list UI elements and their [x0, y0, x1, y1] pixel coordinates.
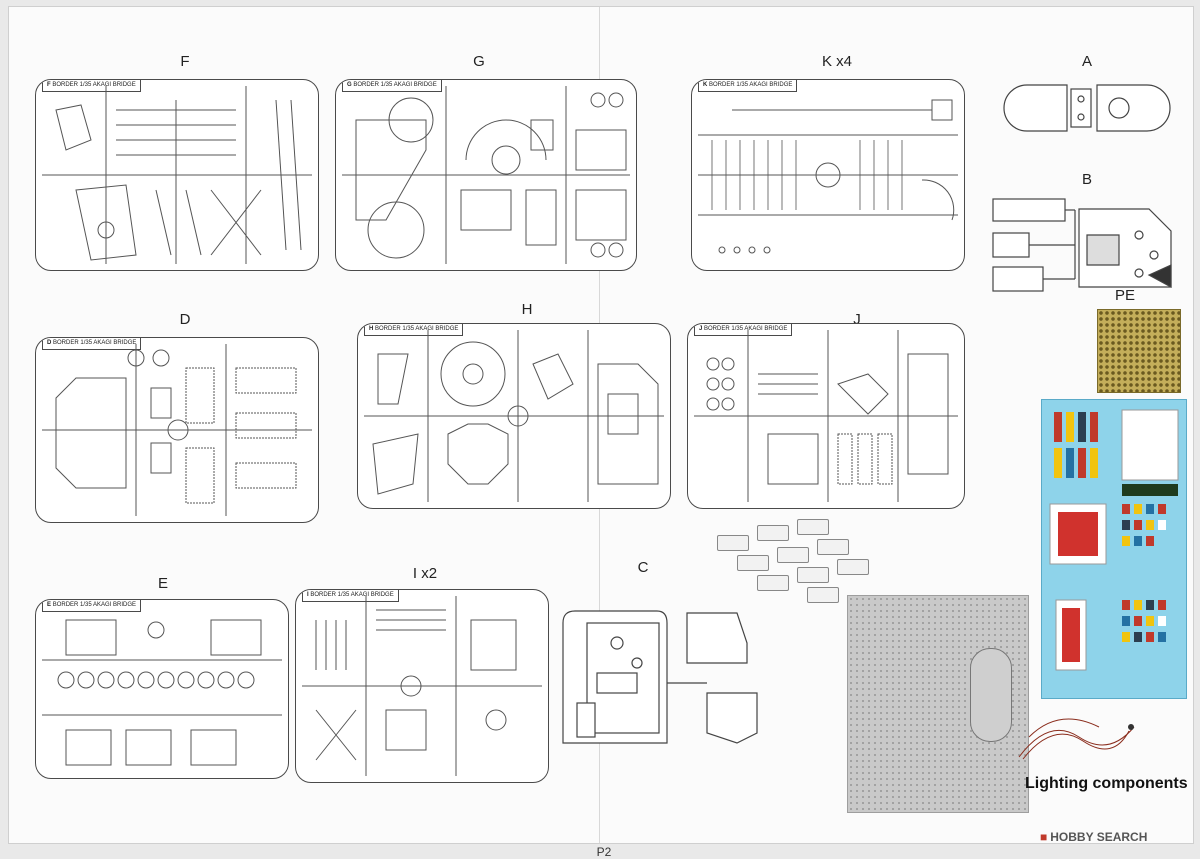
- lighting-wires: [1018, 718, 1135, 760]
- bracket-part: [817, 539, 849, 555]
- sprue-label-i: I x2: [412, 565, 438, 582]
- part-label-pe: PE: [1114, 287, 1135, 304]
- sprue-g: G BORDER 1/35 AKAGI BRIDGE: [335, 79, 637, 271]
- sprue-label-e: E: [157, 575, 168, 592]
- sprue-c: [562, 610, 758, 744]
- sprue-i-tab: I BORDER 1/35 AKAGI BRIDGE: [302, 590, 399, 602]
- sprue-e-parts: [42, 619, 282, 766]
- part-label-b: B: [1081, 171, 1092, 188]
- bracket-part: [757, 575, 789, 591]
- sprue-f-tab: F BORDER 1/35 AKAGI BRIDGE: [42, 80, 141, 92]
- sprue-d-tab: D BORDER 1/35 AKAGI BRIDGE: [42, 338, 142, 350]
- sprue-label-j: J: [853, 311, 861, 328]
- sprue-d-parts: [42, 344, 312, 516]
- photo-etch-sheet: [1097, 309, 1181, 393]
- part-label-a: A: [1081, 53, 1092, 70]
- sprue-d: D BORDER 1/35 AKAGI BRIDGE: [35, 337, 319, 523]
- hobby-search-logo-icon: ■: [1040, 830, 1048, 844]
- bracket-part: [797, 519, 829, 535]
- page-number: P2: [596, 845, 612, 859]
- sprue-k-parts: [698, 99, 958, 254]
- sprue-k-tab: K BORDER 1/35 AKAGI BRIDGE: [698, 80, 798, 92]
- bracket-part: [717, 535, 749, 551]
- sprue-h-tab: H BORDER 1/35 AKAGI BRIDGE: [364, 324, 464, 336]
- sprue-j-tab: J BORDER 1/35 AKAGI BRIDGE: [694, 324, 793, 336]
- sprue-f: F BORDER 1/35 AKAGI BRIDGE: [35, 79, 319, 271]
- part-b: [992, 198, 1172, 292]
- watermark: ■HOBBY SEARCH: [1040, 830, 1148, 844]
- sprue-j: J BORDER 1/35 AKAGI BRIDGE: [687, 323, 965, 509]
- sprue-k: K BORDER 1/35 AKAGI BRIDGE: [691, 79, 965, 271]
- sprue-label-d: D: [179, 311, 191, 328]
- sprue-e-tab: E BORDER 1/35 AKAGI BRIDGE: [42, 600, 142, 612]
- sprue-i-parts: [302, 596, 542, 776]
- sprue-g-tab: G BORDER 1/35 AKAGI BRIDGE: [342, 80, 442, 92]
- bracket-part: [757, 525, 789, 541]
- sprue-i: I BORDER 1/35 AKAGI BRIDGE: [295, 589, 549, 783]
- sprue-label-k: K x4: [821, 53, 852, 70]
- decal-sheet: [1041, 399, 1187, 699]
- sprue-g-parts: [342, 86, 630, 264]
- sprue-h: H BORDER 1/35 AKAGI BRIDGE: [357, 323, 671, 509]
- bracket-part: [777, 547, 809, 563]
- sprue-label-h: H: [521, 301, 533, 318]
- instruction-page: F F BORDER 1/35 AKAGI BRIDGE G G BORDER …: [8, 6, 1194, 859]
- sprue-label-c: C: [637, 559, 649, 576]
- bracket-part: [807, 587, 839, 603]
- sprue-label-f: F: [180, 53, 190, 70]
- deck-panel: [847, 595, 1029, 813]
- decal-sheet-flags: [1049, 409, 1179, 671]
- sprue-j-parts: [694, 330, 958, 502]
- sprue-h-parts: [364, 330, 664, 502]
- deck-panel-opening: [970, 648, 1012, 742]
- sprue-f-parts: [42, 86, 312, 264]
- sprue-label-g: G: [473, 53, 485, 70]
- bracket-part: [797, 567, 829, 583]
- bracket-part: [837, 559, 869, 575]
- bracket-part: [737, 555, 769, 571]
- part-a: [1003, 84, 1171, 132]
- sprue-e: E BORDER 1/35 AKAGI BRIDGE: [35, 599, 289, 779]
- lighting-components-label: Lighting components: [1025, 775, 1188, 792]
